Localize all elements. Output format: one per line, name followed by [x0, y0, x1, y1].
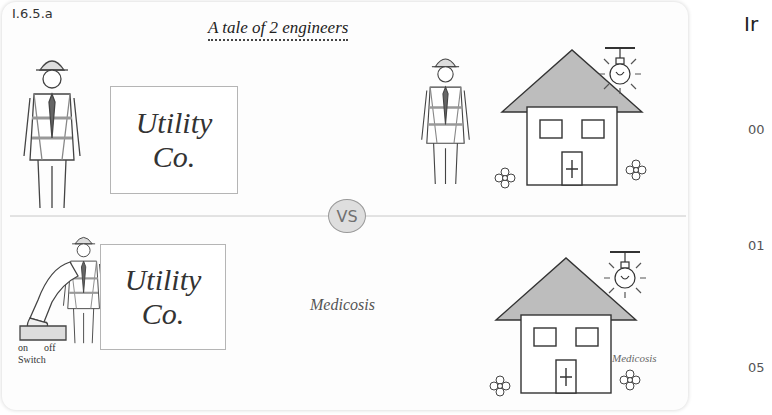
time-stamp: 05	[748, 360, 765, 375]
watermark: Medicosis	[310, 296, 375, 314]
switch-label: off	[44, 342, 55, 353]
watermark: Medicosis	[612, 352, 657, 364]
node-text: Utility Co.	[126, 106, 222, 175]
company-box: Utility Co.	[110, 86, 238, 194]
switch-label: on	[18, 342, 28, 353]
switch-label: Switch	[18, 354, 46, 365]
figure-number: I.6.5.a	[12, 6, 53, 21]
diagram-title: A tale of 2 engineers	[208, 18, 348, 41]
partial-heading: Ir	[744, 12, 758, 36]
versus-circle: VS	[328, 199, 366, 233]
node-text: Utility Co.	[115, 263, 211, 332]
time-stamp: 00	[748, 122, 765, 137]
company-box: Utility Co.	[100, 244, 226, 350]
node-text: VS	[336, 207, 357, 226]
time-stamp: 01	[748, 238, 765, 253]
